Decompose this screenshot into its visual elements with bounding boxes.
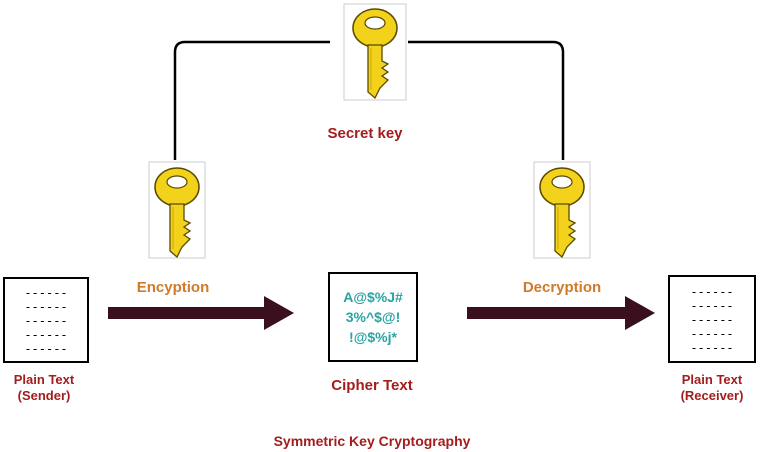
cipher-doc-line: 3%^$@! [346,309,401,325]
sender-doc-line: ------ [24,328,67,342]
receiver-doc-line: ------ [690,313,733,327]
sender-doc-line: ------ [24,300,67,314]
cipher-doc-line: A@$%J# [343,289,403,305]
cipher-document-icon: A@$%J# 3%^$@! !@$%j* [328,272,418,362]
receiver-doc-line: ------ [690,285,733,299]
secret-key-label: Secret key [327,125,403,142]
decryption-key-icon [533,161,591,259]
encryption-key-icon [148,161,206,259]
decryption-label: Decryption [523,279,601,296]
cipher-doc-line: !@$%j* [349,329,397,345]
receiver-doc-line: ------ [690,327,733,341]
receiver-document-icon: ------ ------ ------ ------ ------ [668,275,756,363]
sender-document-icon: ------ ------ ------ ------ ------ [3,277,89,363]
cipher-text-label: Cipher Text [331,377,412,394]
receiver-doc-line: ------ [690,299,733,313]
sender-doc-line: ------ [24,342,67,356]
receiver-label-line1: Plain Text [682,372,743,387]
encryption-arrow-icon [108,296,294,330]
encryption-label: Encyption [137,279,210,296]
decryption-arrow-icon [467,296,655,330]
receiver-doc-line: ------ [690,341,733,355]
sender-doc-line: ------ [24,286,67,300]
diagram-caption: Symmetric Key Cryptography [274,433,471,449]
sender-label-line2: (Sender) [18,388,71,403]
sender-label-line1: Plain Text [14,372,75,387]
key-connector-line [173,40,565,160]
secret-key-icon [343,3,407,101]
receiver-label-line2: (Receiver) [681,388,744,403]
sender-doc-line: ------ [24,314,67,328]
